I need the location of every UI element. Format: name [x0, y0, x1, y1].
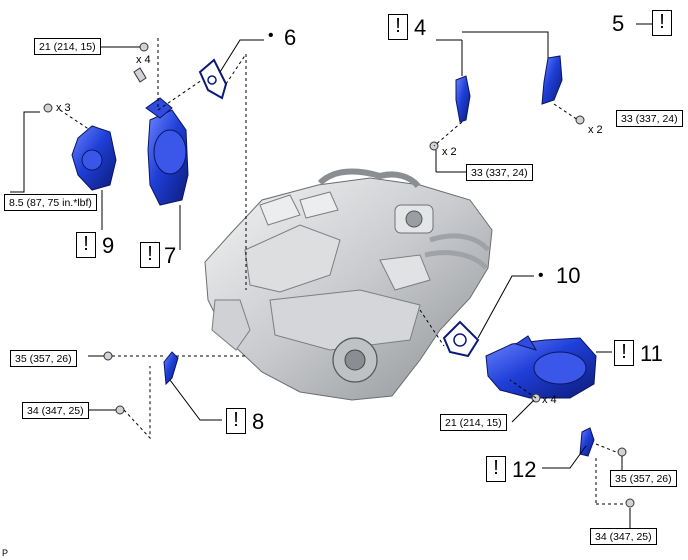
callout-number-4: 4: [414, 15, 427, 40]
exhaust-manifold-converter-right: [485, 335, 597, 399]
caution-icon: !: [614, 340, 634, 366]
caution-icon: !: [140, 242, 160, 268]
torque-spec-box: 35 (357, 26): [610, 470, 677, 487]
bullet-mark: •: [268, 27, 274, 44]
quantity-label: x 3: [56, 102, 71, 114]
callout-number-10: 10: [556, 263, 581, 288]
callout-number-6: 6: [284, 25, 297, 50]
torque-spec-box: 33 (337, 24): [616, 110, 683, 127]
torque-spec-box: 21 (214, 15): [440, 414, 507, 431]
torque-spec-box: 34 (347, 25): [22, 402, 89, 419]
caution-icon: !: [652, 10, 672, 36]
callout-number-5: 5: [612, 11, 625, 36]
heat-insulator-left: [71, 125, 117, 191]
gasket-right: [442, 320, 480, 358]
torque-spec-box: 34 (347, 25): [590, 528, 657, 545]
callout-number-7: 7: [164, 243, 177, 268]
torque-spec-box: 33 (337, 24): [466, 164, 533, 181]
caution-icon: !: [226, 408, 246, 434]
torque-spec-box: 35 (357, 26): [10, 350, 77, 367]
caution-icon: !: [486, 456, 506, 482]
stay-bracket-left: [163, 351, 179, 386]
quantity-label: x 2: [442, 146, 457, 158]
gasket-upper: [198, 58, 228, 100]
callout-number-11: 11: [640, 341, 663, 366]
quantity-label: x 4: [136, 54, 151, 66]
bullet-mark: •: [538, 267, 544, 284]
callout-number-12: 12: [512, 457, 537, 482]
caution-icon: !: [388, 14, 408, 40]
exhaust-manifold-converter-left: [145, 97, 189, 206]
heat-insulator-right-upper: [455, 55, 563, 123]
leader-lines: [10, 23, 652, 528]
caution-icon: !: [76, 232, 96, 258]
torque-spec-box: 21 (214, 15): [34, 38, 101, 55]
engine-assembly: [204, 168, 493, 401]
quantity-label: x 2: [588, 124, 603, 136]
callout-number-8: 8: [252, 409, 265, 434]
quantity-label: x 4: [542, 394, 557, 406]
torque-spec-box: 8.5 (87, 75 in.*lbf): [4, 194, 97, 211]
callout-number-9: 9: [102, 233, 115, 258]
illustration-code: P: [2, 548, 9, 558]
